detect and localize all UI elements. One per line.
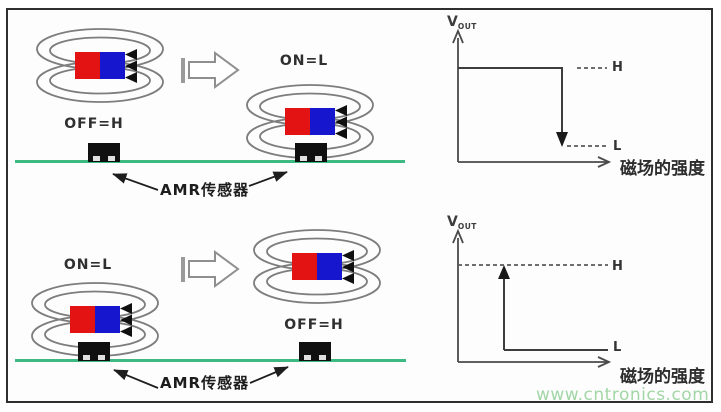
x-axis-label-top: 磁场的强度 bbox=[620, 159, 705, 179]
x-axis-arrow bbox=[597, 356, 612, 368]
vout-label-top: VOUT bbox=[447, 14, 477, 31]
magnet-assembly bbox=[36, 28, 164, 103]
vout-graph-top bbox=[452, 28, 612, 168]
magnet-red-pole bbox=[75, 52, 100, 79]
field-direction-arrows bbox=[335, 105, 347, 139]
state-label-on-bottom: ON=L bbox=[63, 257, 113, 273]
field-direction-arrows bbox=[342, 250, 354, 284]
high-label-bottom: H bbox=[612, 259, 623, 274]
falling-arrowhead bbox=[556, 132, 568, 147]
x-axis-label-bottom: 磁场的强度 bbox=[620, 367, 705, 387]
field-direction-arrows bbox=[125, 49, 137, 83]
state-label-on-top: ON=L bbox=[279, 53, 329, 69]
vout-label-bottom: VOUT bbox=[447, 214, 477, 231]
amr-sensor-bottom-left bbox=[78, 342, 110, 361]
low-label-top: L bbox=[613, 139, 622, 154]
transition-arrow-top bbox=[180, 51, 240, 89]
y-axis-arrow bbox=[452, 28, 464, 44]
magnet-blue-pole bbox=[95, 306, 120, 333]
ground-line-top bbox=[15, 160, 405, 163]
field-direction-arrows bbox=[120, 303, 132, 337]
sensor-annotation-top: AMR传感器 bbox=[160, 181, 250, 199]
vout-sub: OUT bbox=[457, 222, 477, 231]
vout-v: V bbox=[447, 14, 458, 30]
vout-v: V bbox=[447, 214, 458, 230]
magnet-blue-pole bbox=[100, 52, 125, 79]
magnet-assembly bbox=[246, 84, 374, 159]
transition-arrow bbox=[181, 51, 240, 89]
watermark: www.cntronics.com bbox=[536, 385, 710, 405]
arrow-body bbox=[188, 51, 240, 89]
low-label-bottom: L bbox=[613, 340, 622, 355]
ground-line-bottom bbox=[15, 359, 406, 362]
magnet-red-pole bbox=[285, 108, 310, 135]
transition-arrow-bottom bbox=[180, 250, 240, 288]
amr-sensor-bottom-middle bbox=[299, 342, 331, 361]
amr-sensor-top-left bbox=[88, 143, 120, 162]
sensor-annotation-bottom: AMR传感器 bbox=[160, 374, 250, 392]
state-label-off-bottom: OFF=H bbox=[284, 317, 344, 333]
magnet-assembly bbox=[253, 229, 381, 304]
transition-arrow bbox=[181, 250, 240, 288]
magnet-blue-pole bbox=[317, 253, 342, 280]
output-high-to-low-curve bbox=[458, 67, 563, 134]
amr-sensor-top-middle bbox=[295, 143, 327, 162]
magnet-red-pole bbox=[292, 253, 317, 280]
arrow-body bbox=[188, 250, 240, 288]
rising-arrowhead bbox=[498, 265, 510, 279]
arrow-tail-bar bbox=[181, 58, 185, 83]
x-axis-arrow bbox=[597, 156, 612, 168]
magnet-bottom-middle bbox=[250, 223, 384, 311]
magnet-top-left bbox=[33, 22, 167, 110]
high-label-top: H bbox=[612, 60, 623, 75]
magnet-blue-pole bbox=[310, 108, 335, 135]
y-axis-arrow bbox=[452, 228, 464, 244]
magnet-top-middle bbox=[243, 78, 377, 166]
arrow-tail-bar bbox=[181, 257, 185, 282]
vout-graph-bottom bbox=[452, 228, 612, 368]
vout-sub: OUT bbox=[457, 22, 477, 31]
state-label-off-top: OFF=H bbox=[64, 116, 124, 132]
magnet-red-pole bbox=[70, 306, 95, 333]
